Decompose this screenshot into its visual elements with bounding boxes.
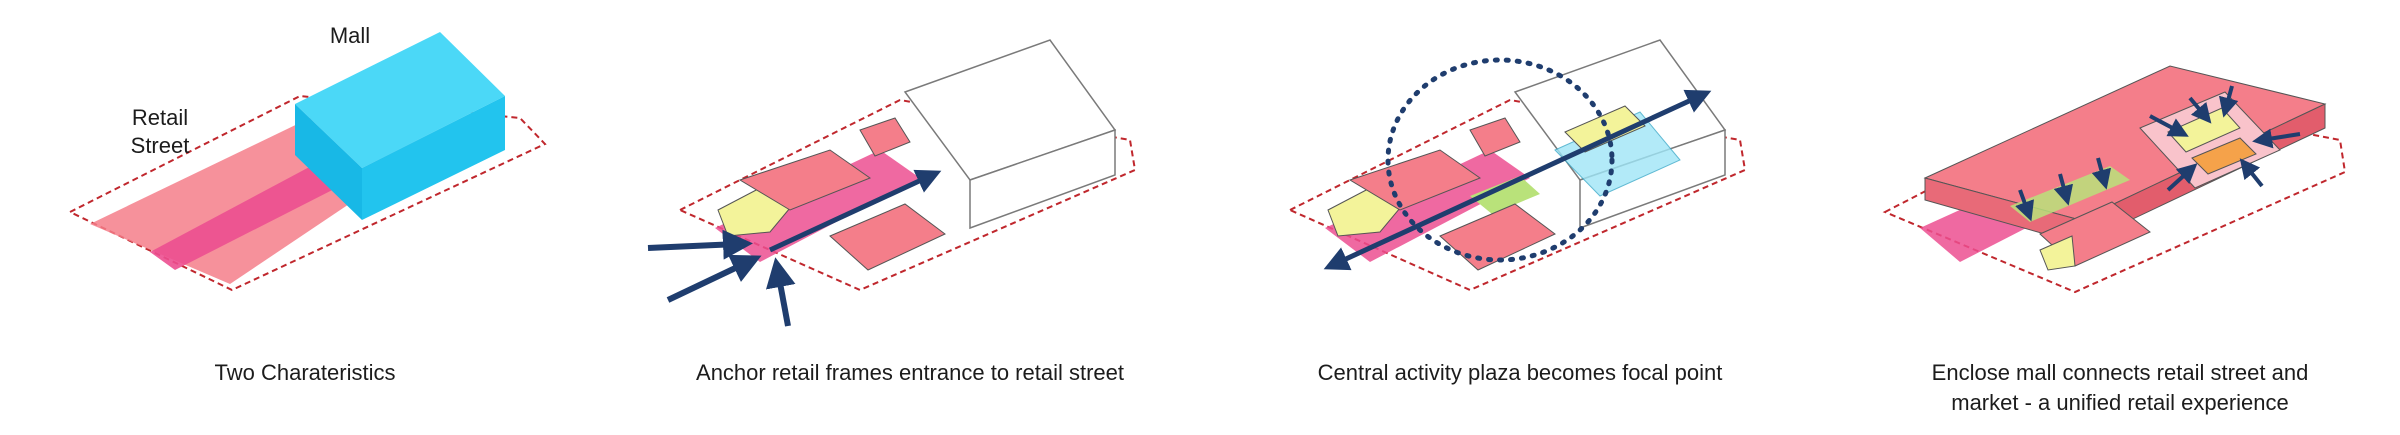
panel-3-caption: Central activity plaza becomes focal poi… <box>1240 358 1800 388</box>
mall-block-left <box>295 104 362 220</box>
panel-2-diagram <box>647 39 1137 327</box>
anchor-retail-yellow <box>2039 235 2076 271</box>
connector-arrow-2 <box>2053 173 2074 206</box>
inward-arrow-1 <box>2149 114 2189 137</box>
connector-arrow-1 <box>2015 189 2034 222</box>
panel-1-diagram <box>67 32 547 292</box>
anchor-retail-north <box>738 149 872 211</box>
panel-3-diagram <box>1287 39 1747 292</box>
mall-block-top <box>295 32 505 168</box>
panel-4-diagram <box>1882 65 2347 294</box>
panel-1-caption-line-1: Two Charateristics <box>214 360 396 385</box>
inward-arrow-4 <box>2252 128 2301 149</box>
inward-arrow-3 <box>2218 85 2239 118</box>
entrance-arrow-3 <box>765 257 796 327</box>
retail-street-label-line-2: Street <box>130 133 190 158</box>
panel-2-caption: Anchor retail frames entrance to retail … <box>630 358 1190 388</box>
panel-4-caption: Enclose mall connects retail street and … <box>1840 358 2400 418</box>
retail-street-label: Retail Street <box>100 104 220 160</box>
site-boundary <box>67 94 547 292</box>
site-boundary <box>677 98 1137 292</box>
kiosk-block <box>859 117 911 157</box>
mall-block-front <box>362 96 505 220</box>
panel-4-caption-line-2: market - a unified retail experience <box>1951 390 2289 415</box>
kiosk-block <box>1469 117 1521 157</box>
connector-arrow-3 <box>2091 157 2112 190</box>
plaza-axis-arrow <box>1323 89 1712 271</box>
inward-arrow-6 <box>2166 163 2198 192</box>
inward-arrow-5 <box>2239 158 2264 188</box>
market-orange-block <box>2191 137 2257 175</box>
panel-3-caption-line-1: Central activity plaza becomes focal poi… <box>1317 360 1723 385</box>
mall-label: Mall <box>329 23 371 48</box>
panel-2-caption-line-1: Anchor retail frames entrance to retail … <box>696 360 1124 385</box>
inward-arrow-2 <box>2188 96 2212 124</box>
retail-street-spine <box>150 156 348 270</box>
panel-4-caption-line-1: Enclose mall connects retail street and <box>1931 360 2309 385</box>
panel-1-caption: Two Charateristics <box>25 358 585 388</box>
mall-outline-front <box>969 128 1116 230</box>
retail-street-label-line-1: Retail <box>131 105 189 130</box>
entrance-arrow-1 <box>647 229 753 260</box>
street-axis-arrow <box>768 169 942 253</box>
entrance-arrow-2 <box>666 254 762 303</box>
anchor-retail-south <box>829 203 946 271</box>
